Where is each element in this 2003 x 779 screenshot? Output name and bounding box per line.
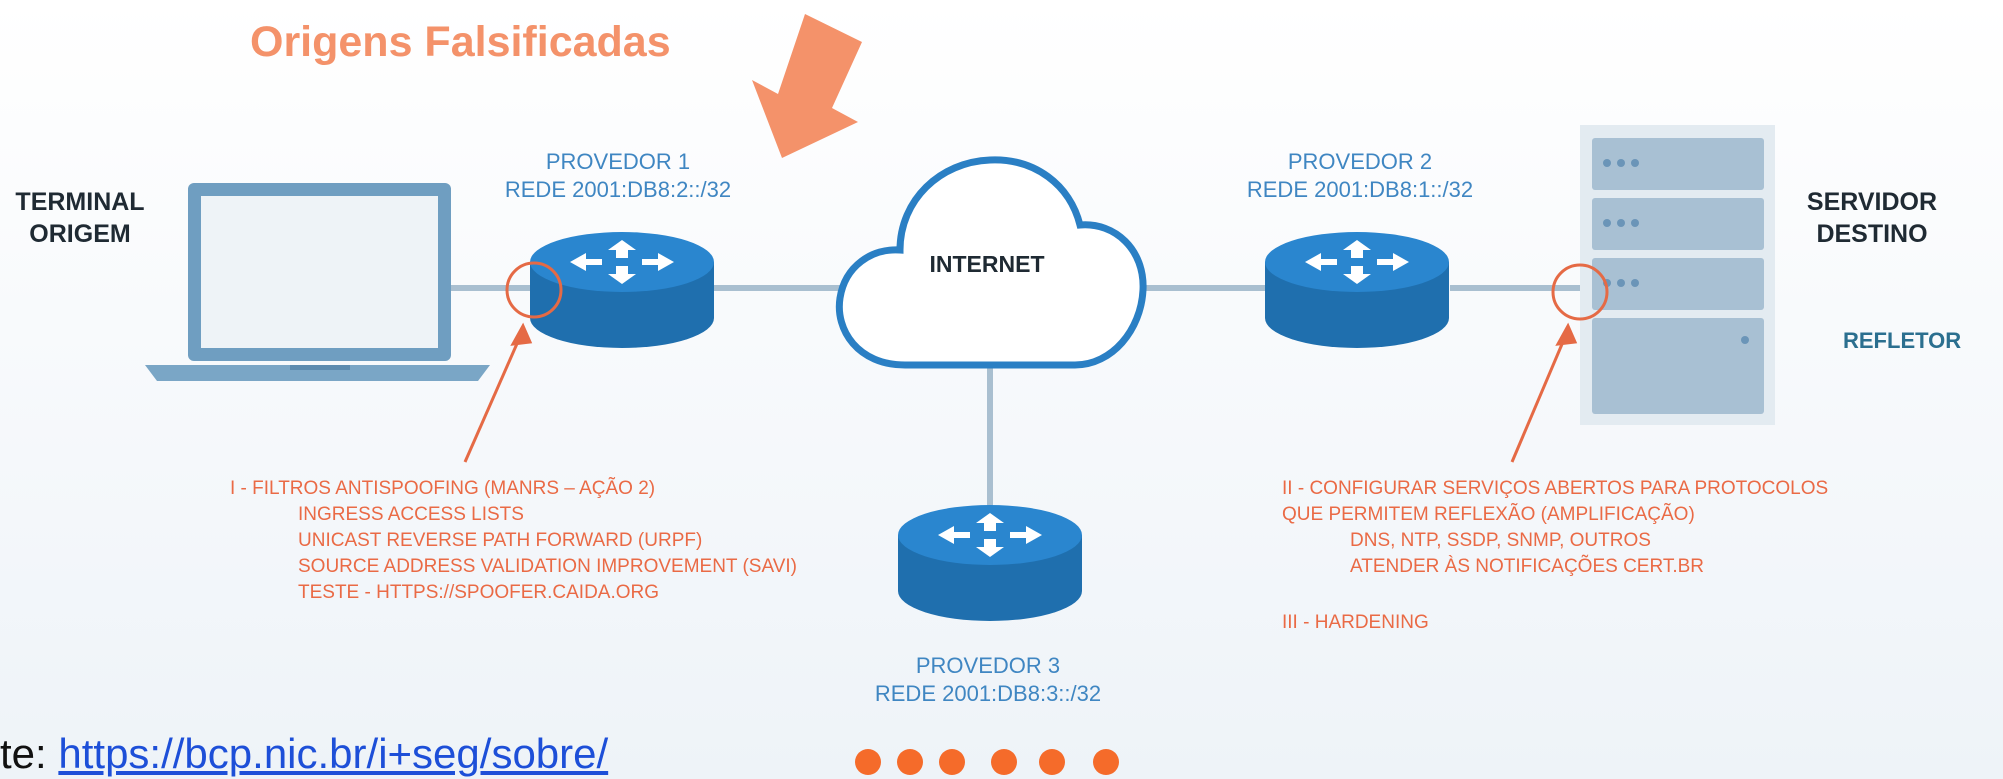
provedor2-label: PROVEDOR 2 REDE 2001:DB8:1::/32	[1235, 148, 1485, 204]
provedor2-network: REDE 2001:DB8:1::/32	[1246, 177, 1474, 202]
reflection-item: DNS, NTP, SSDP, SNMP, OUTROS	[1350, 530, 1651, 551]
servidor-line2: DESTINO	[1816, 220, 1928, 248]
reflection-item: ATENDER ÀS NOTIFICAÇÕES CERT.BR	[1350, 556, 1705, 577]
provedor1-label: PROVEDOR 1 REDE 2001:DB8:2::/32	[493, 148, 743, 204]
spoofed-origin-arrow-icon	[752, 14, 862, 158]
provedor1-network: REDE 2001:DB8:2::/32	[504, 177, 732, 202]
router-provedor3-icon	[898, 505, 1082, 621]
provedor3-label: PROVEDOR 3 REDE 2001:DB8:3::/32	[863, 652, 1113, 708]
antispoofing-item: INGRESS ACCESS LISTS	[298, 504, 524, 525]
progress-dots	[855, 749, 1119, 775]
network-links	[450, 285, 1590, 510]
servidor-destino-label: SERVIDOR DESTINO	[1797, 186, 1947, 250]
server-highlight-circle	[1551, 263, 1609, 321]
source-footer: te: https://bcp.nic.br/i+seg/sobre/	[0, 730, 608, 778]
antispoofing-notes: I - FILTROS ANTISPOOFING (MANRS – AÇÃO 2…	[230, 476, 797, 606]
server-icon	[1580, 125, 1775, 425]
provedor3-network: REDE 2001:DB8:3::/32	[874, 681, 1102, 706]
internet-label: INTERNET	[930, 251, 1045, 277]
slide-title: Origens Falsificadas	[250, 18, 671, 66]
pointer-arrowhead-right	[1555, 322, 1578, 346]
internet-cloud-icon	[835, 156, 1147, 369]
antispoofing-item: UNICAST REVERSE PATH FORWARD (URPF)	[298, 530, 703, 551]
reflection-heading-line2: QUE PERMITEM REFLEXÃO (AMPLIFICAÇÃO)	[1282, 504, 1695, 525]
reflection-heading-line1: II - CONFIGURAR SERVIÇOS ABERTOS PARA PR…	[1282, 478, 1829, 499]
ingress-highlight-circle	[505, 261, 563, 319]
source-link[interactable]: https://bcp.nic.br/i+seg/sobre/	[58, 730, 609, 777]
reflection-notes: II - CONFIGURAR SERVIÇOS ABERTOS PARA PR…	[1282, 476, 1828, 636]
provedor3-name: PROVEDOR 3	[915, 653, 1061, 678]
terminal-line2: ORIGEM	[29, 220, 131, 248]
terminal-line1: TERMINAL	[15, 188, 145, 216]
hardening-heading: III - HARDENING	[1282, 612, 1429, 633]
provedor1-name: PROVEDOR 1	[545, 149, 691, 174]
pointer-line-left	[463, 329, 525, 463]
pointer-arrowhead-left	[510, 322, 533, 346]
terminal-origem-label: TERMINAL ORIGEM	[10, 186, 150, 250]
refletor-label: REFLETOR	[1843, 328, 1962, 353]
provedor2-name: PROVEDOR 2	[1287, 149, 1433, 174]
pointer-line-right	[1510, 329, 1570, 463]
router-provedor2-icon	[1265, 232, 1449, 348]
antispoofing-item: TESTE - HTTPS://SPOOFER.CAIDA.ORG	[298, 582, 660, 603]
antispoofing-item: SOURCE ADDRESS VALIDATION IMPROVEMENT (S…	[298, 556, 798, 577]
router-provedor1-icon	[530, 232, 714, 348]
antispoofing-heading: I - FILTROS ANTISPOOFING (MANRS – AÇÃO 2…	[230, 478, 656, 499]
source-prefix: te:	[0, 730, 59, 777]
laptop-icon	[145, 183, 490, 381]
servidor-line1: SERVIDOR	[1806, 188, 1938, 216]
